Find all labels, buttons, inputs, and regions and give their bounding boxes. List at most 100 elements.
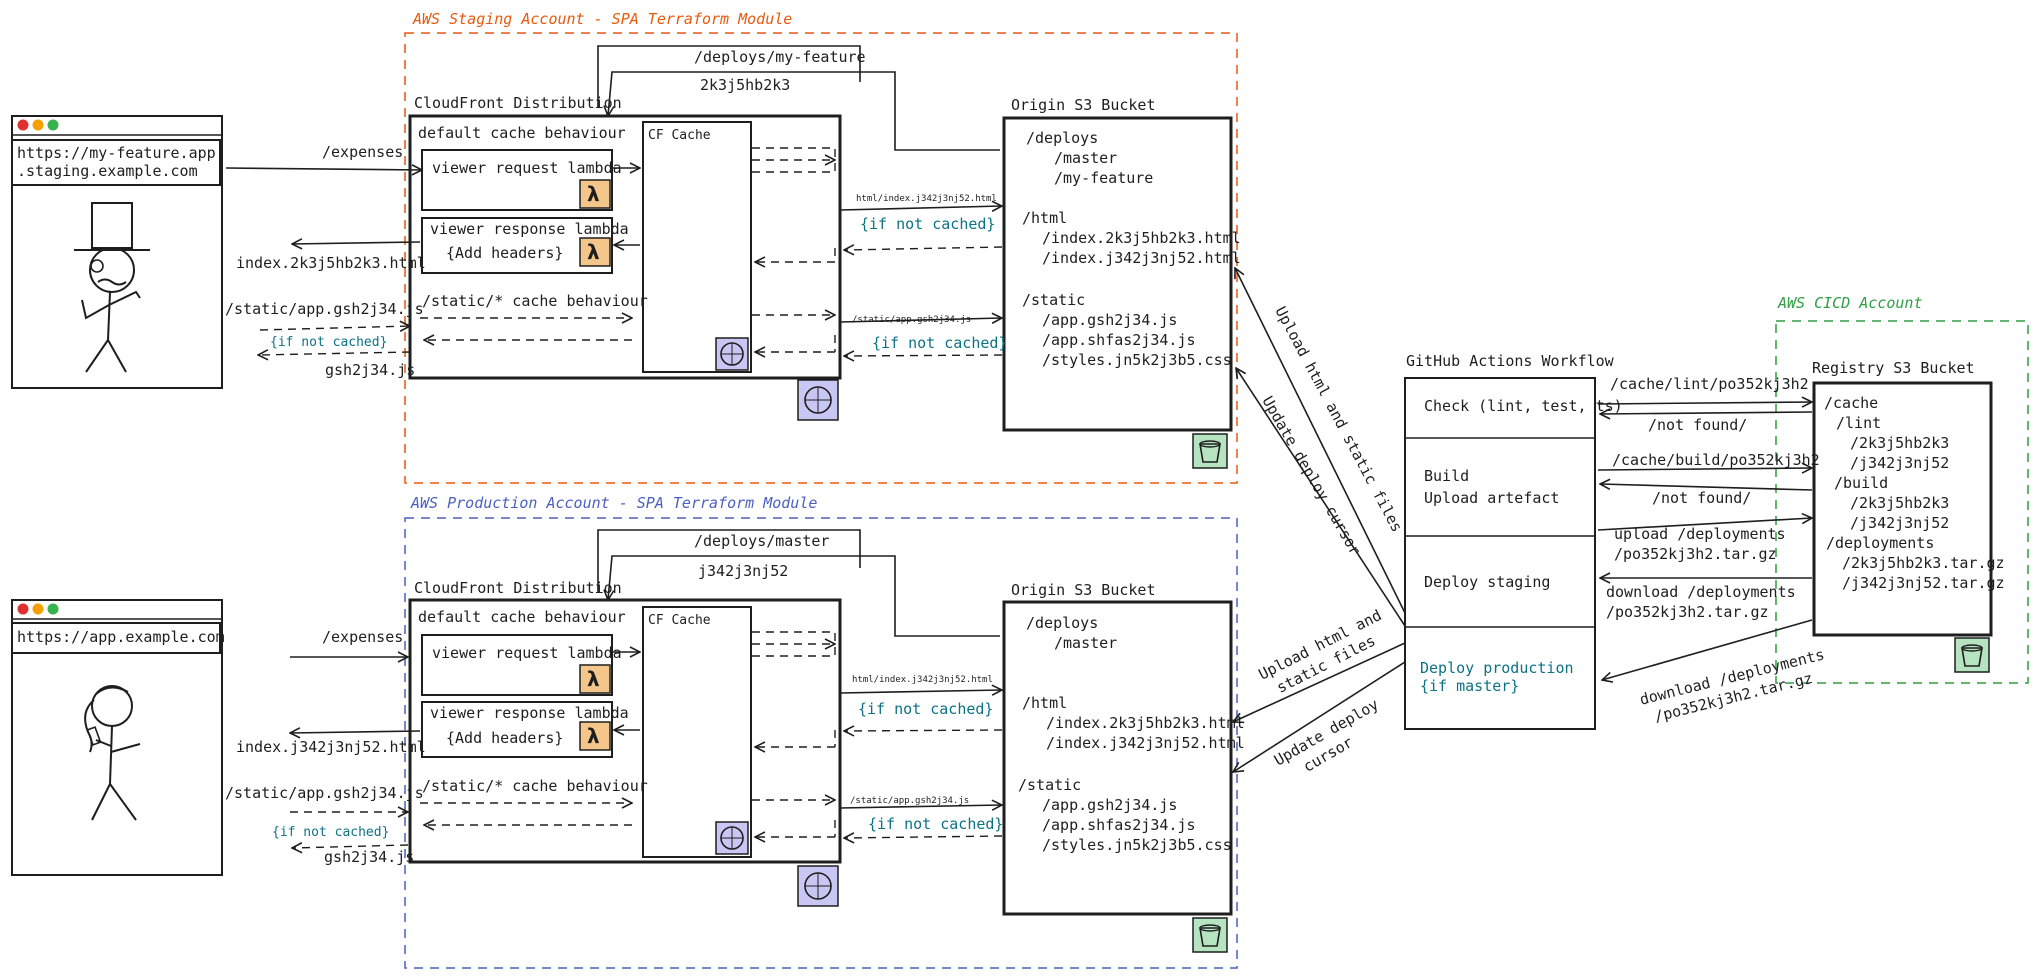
s3-line: /index.j342j3nj52.html — [1046, 734, 1245, 752]
s3-line: /html — [1022, 209, 1067, 227]
staging-s3-title: Origin S3 Bucket — [1011, 96, 1156, 114]
staging-origin-not-cached-2: {if not cached} — [872, 334, 1007, 352]
production-browser-window: https://app.example.com — [11, 599, 225, 876]
staging-zone: AWS Staging Account - SPA Terraform Modu… — [404, 10, 1238, 484]
production-zone-label: AWS Production Account - SPA Terraform M… — [410, 494, 817, 512]
production-resp-index: index.j342j3nj52.html — [236, 738, 426, 756]
staging-url-line-2: .staging.example.com — [17, 162, 198, 180]
staging-req-static: /static/app.gsh2j34.js — [225, 300, 424, 318]
staging-origin-html-req: html/index.j342j3nj52.html — [856, 194, 997, 204]
minimize-dot-icon — [32, 603, 44, 615]
lambda-icon: λ — [579, 237, 611, 267]
step-build: Build — [1424, 467, 1469, 485]
registry-line: /j342j3nj52 — [1850, 514, 1949, 532]
staging-deploy-hash-label: 2k3j5hb2k3 — [700, 76, 790, 94]
staging-request-arrows: /expenses index.2k3j5hb2k3.html /static/… — [225, 143, 426, 379]
deploy-edges: Upload html and static files Update depl… — [1233, 268, 1406, 776]
staging-static-behaviour-label: /static/* cache behaviour — [422, 292, 648, 310]
s3-line: /deploys — [1026, 129, 1098, 147]
registry-line: /2k3j5hb2k3.tar.gz — [1842, 554, 2005, 572]
production-static-behaviour-label: /static/* cache behaviour — [422, 777, 648, 795]
step-check: Check (lint, test, ts) — [1424, 397, 1623, 415]
production-origin-html-req: html/index.j342j3nj52.html — [852, 675, 993, 685]
staging-viewer-request-label: viewer request lambda — [432, 159, 622, 177]
production-origin-arrows: html/index.j342j3nj52.html {if not cache… — [839, 675, 1003, 838]
staging-default-behaviour-label: default cache behaviour — [418, 124, 626, 142]
top-hat-user-icon — [74, 202, 150, 373]
ponytail-user-icon — [84, 685, 141, 821]
staging-req-expenses: /expenses — [322, 143, 403, 161]
close-dot-icon — [17, 119, 29, 131]
s3-line: /index.j342j3nj52.html — [1042, 249, 1241, 267]
s3-bucket-icon — [1954, 637, 1990, 673]
production-viewer-request-label: viewer request lambda — [432, 644, 622, 662]
staging-url-line-1: https://my-feature.app — [17, 144, 216, 162]
s3-line: /my-feature — [1054, 169, 1153, 187]
staging-resp-static: gsh2j34.js — [325, 361, 415, 379]
staging-deploy-path-label: /deploys/my-feature — [694, 48, 866, 66]
github-actions-workflow: GitHub Actions Workflow Check (lint, tes… — [1404, 352, 1623, 730]
s3-line: /static — [1018, 776, 1081, 794]
production-cloudfront-title: CloudFront Distribution — [414, 579, 622, 597]
staging-viewer-response-label: viewer response lambda — [430, 220, 629, 238]
step-deploy-production: Deploy production — [1420, 659, 1574, 677]
s3-bucket-icon — [1192, 917, 1228, 953]
production-origin-static-req: /static/app.gsh2j34.js — [850, 796, 969, 806]
staging-zone-label: AWS Staging Account - SPA Terraform Modu… — [412, 10, 792, 28]
registry-line: /j342j3nj52 — [1850, 454, 1949, 472]
s3-line: /styles.jn5k2j3b5.css — [1042, 836, 1232, 854]
maximize-dot-icon — [47, 603, 59, 615]
registry-line: /j342j3nj52.tar.gz — [1842, 574, 2005, 592]
production-request-arrows: /expenses index.j342j3nj52.html /static/… — [225, 628, 426, 866]
registry-line: /deployments — [1826, 534, 1934, 552]
s3-line: /master — [1054, 149, 1117, 167]
s3-line: /app.shfas2j34.js — [1042, 331, 1196, 349]
staging-origin-arrows: html/index.j342j3nj52.html {if not cache… — [839, 194, 1007, 356]
close-dot-icon — [17, 603, 29, 615]
registry-line: /2k3j5hb2k3 — [1850, 434, 1949, 452]
production-viewer-response-label: viewer response lambda — [430, 704, 629, 722]
registry-line: /lint — [1836, 414, 1881, 432]
cicd-zone-label: AWS CICD Account — [1777, 294, 1923, 312]
svg-text:λ: λ — [587, 724, 600, 748]
production-deploy-path-label: /deploys/master — [694, 532, 829, 550]
production-origin-not-cached-2: {if not cached} — [868, 815, 1003, 833]
edge-upload-deploy-1: upload /deployments — [1614, 525, 1786, 543]
edge-not-found-1: /not found/ — [1648, 416, 1747, 434]
s3-line: /deploys — [1026, 614, 1098, 632]
lambda-icon: λ — [579, 179, 611, 209]
s3-line: /index.2k3j5hb2k3.html — [1042, 229, 1241, 247]
production-origin-not-cached-1: {if not cached} — [858, 700, 993, 718]
registry-edges: /cache/lint/po352kj3h2 /not found/ /cach… — [1597, 375, 1826, 726]
production-not-cached-left: {if not cached} — [272, 825, 389, 840]
production-req-static: /static/app.gsh2j34.js — [225, 784, 424, 802]
edge-not-found-2: /not found/ — [1652, 489, 1751, 507]
registry-line: /build — [1834, 474, 1888, 492]
staging-cf-cache-label: CF Cache — [648, 128, 711, 143]
production-default-behaviour-label: default cache behaviour — [418, 608, 626, 626]
workflow-title: GitHub Actions Workflow — [1406, 352, 1615, 370]
production-deploy-hash-label: j342j3nj52 — [698, 562, 788, 580]
cloudfront-icon — [715, 821, 749, 855]
staging-origin-not-cached-1: {if not cached} — [860, 215, 995, 233]
staging-cloudfront-title: CloudFront Distribution — [414, 94, 622, 112]
edge-download-staging-1: download /deployments — [1606, 583, 1796, 601]
production-cf-cache-label: CF Cache — [648, 613, 711, 628]
edge-download-staging-2: /po352kj3h2.tar.gz — [1606, 603, 1769, 621]
production-add-headers-label: {Add headers} — [446, 729, 563, 747]
staging-add-headers-label: {Add headers} — [446, 244, 563, 262]
s3-line: /app.gsh2j34.js — [1042, 796, 1177, 814]
staging-browser-window: https://my-feature.app .staging.example.… — [11, 115, 223, 389]
cicd-zone: AWS CICD Account — [1775, 294, 2029, 684]
s3-line: /app.gsh2j34.js — [1042, 311, 1177, 329]
s3-line: /static — [1022, 291, 1085, 309]
step-upload-artefact: Upload artefact — [1424, 489, 1559, 507]
cloudfront-icon — [715, 337, 749, 371]
registry-line: /cache — [1824, 394, 1878, 412]
svg-text:λ: λ — [587, 240, 600, 264]
svg-text:λ: λ — [587, 667, 600, 691]
cloudfront-icon — [797, 865, 839, 907]
s3-line: /master — [1054, 634, 1117, 652]
lambda-icon: λ — [579, 664, 611, 694]
